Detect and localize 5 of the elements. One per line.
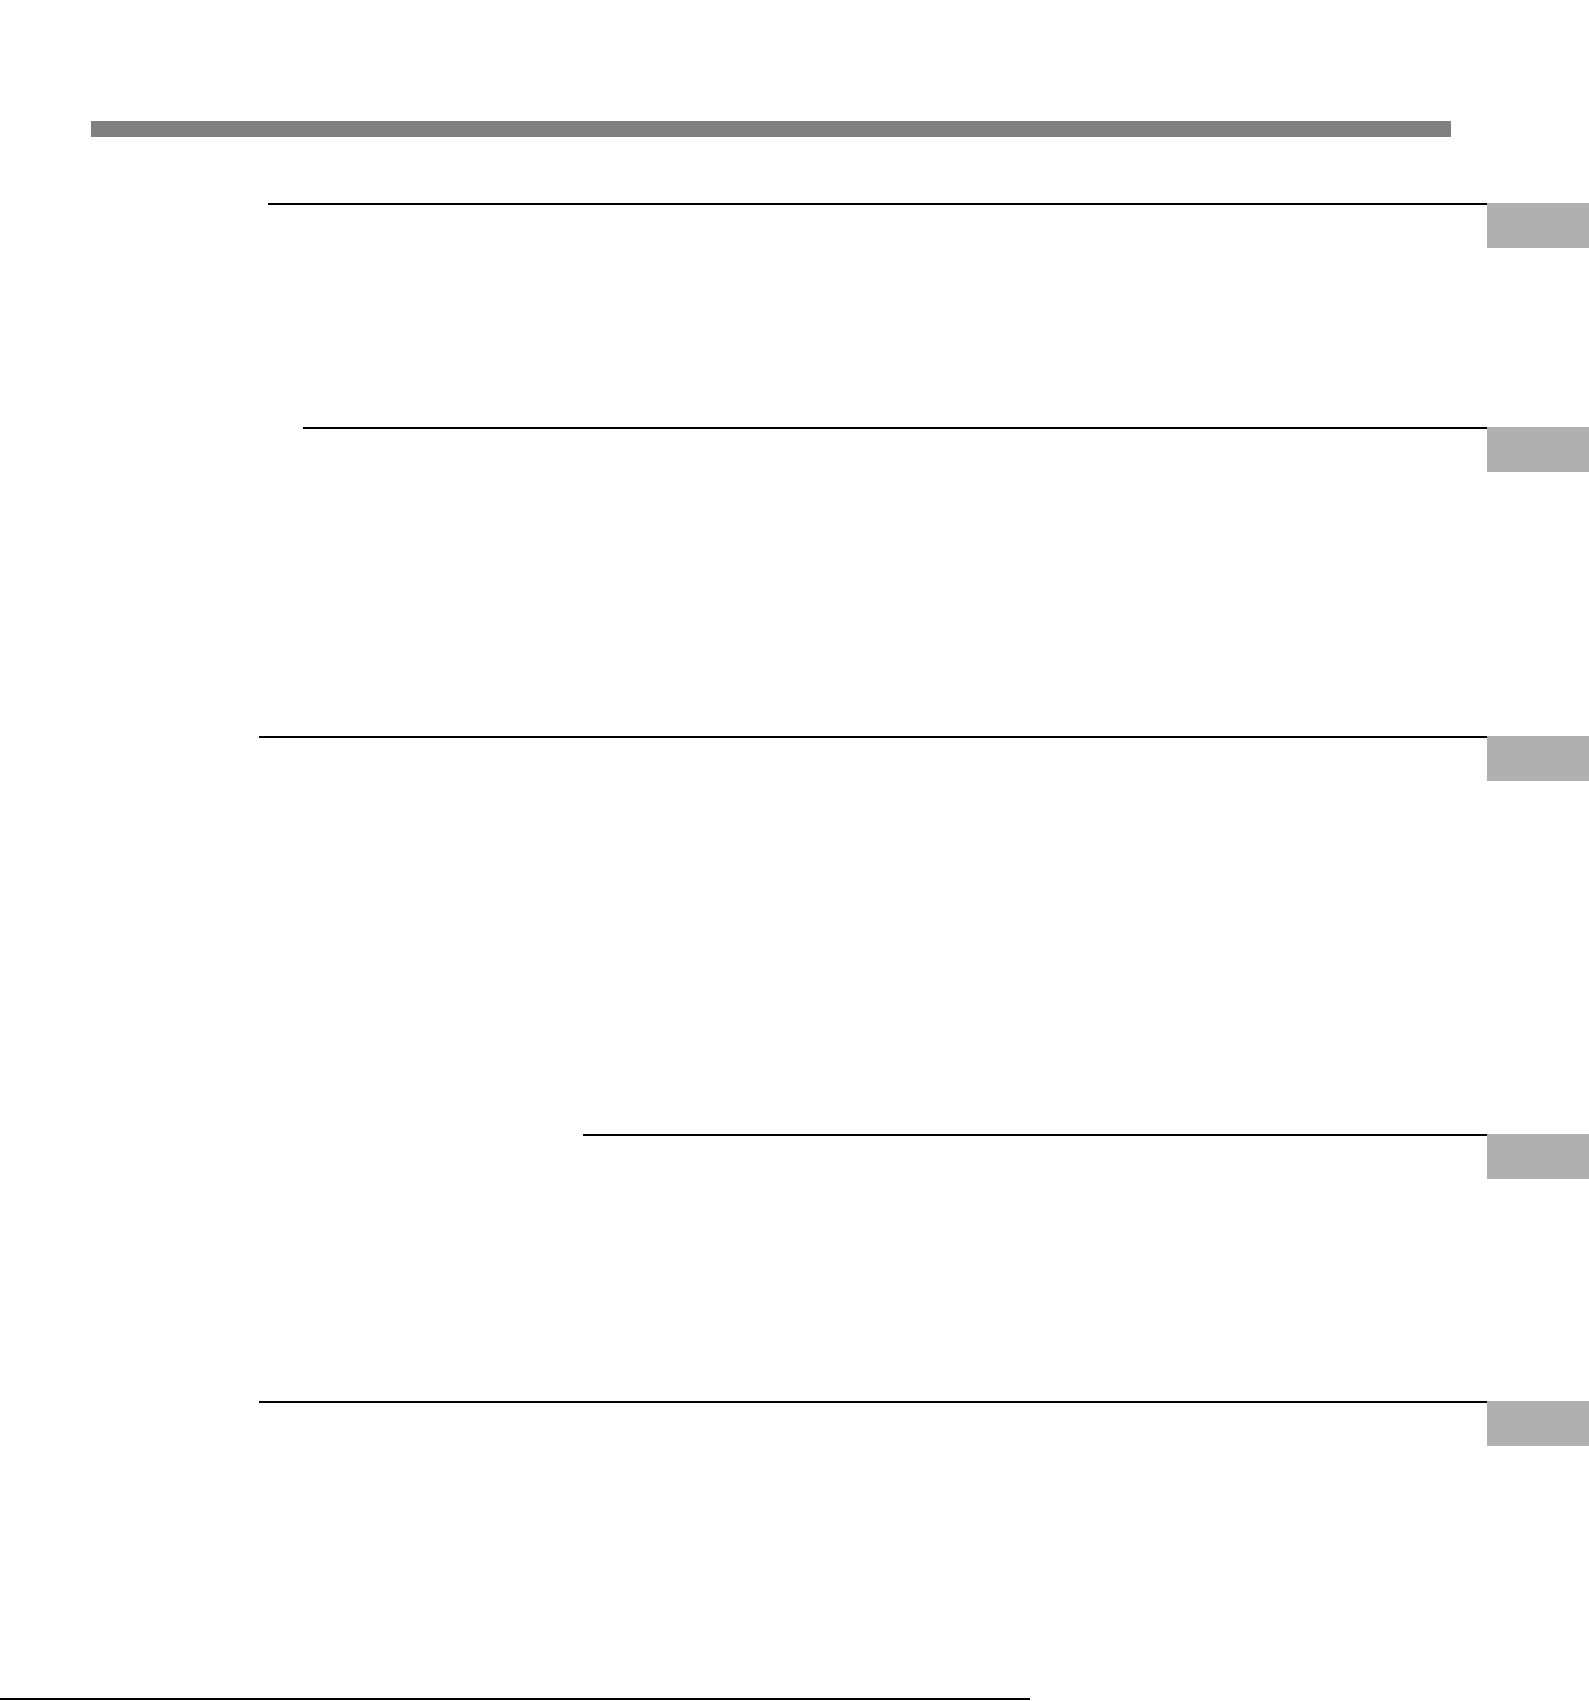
section-tab bbox=[1487, 1134, 1589, 1179]
section-tab bbox=[1487, 1401, 1589, 1446]
section-tab bbox=[1487, 736, 1589, 781]
section-tab bbox=[1487, 427, 1589, 472]
section-tab bbox=[1487, 203, 1589, 248]
